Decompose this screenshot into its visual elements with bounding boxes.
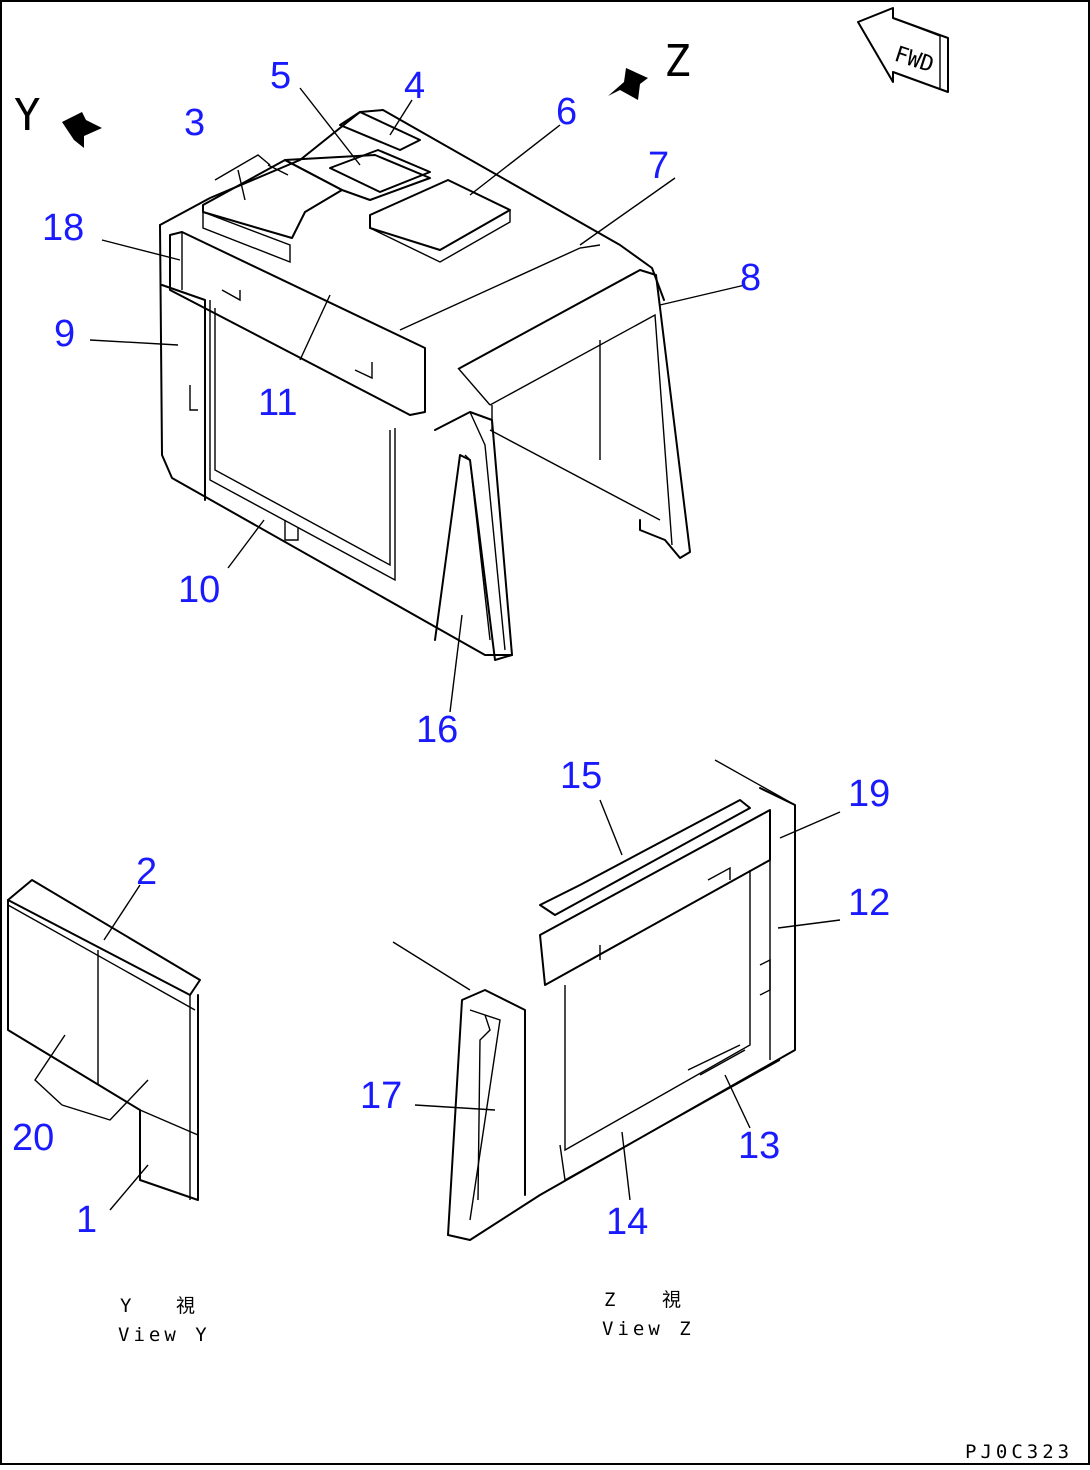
- callout-2: 2: [136, 851, 157, 893]
- callout-4: 4: [404, 65, 425, 107]
- arrow-z-icon: [608, 68, 648, 100]
- callout-11: 11: [258, 382, 297, 424]
- view-y-kanji: 視: [176, 1295, 199, 1317]
- leader-lines: [34, 87, 841, 1211]
- callout-5: 5: [270, 55, 291, 97]
- callout-numbers: 1 2 3 4 5 6 7 8 9 10 11 12 13 14 15 16 1…: [12, 55, 890, 1243]
- callout-13: 13: [738, 1125, 780, 1167]
- view-y-caption: Y 視 View Y: [118, 1295, 211, 1346]
- view-y-letter: Y: [120, 1295, 135, 1317]
- callout-19: 19: [848, 773, 890, 815]
- callout-12: 12: [848, 882, 890, 924]
- view-z-kanji: 視: [662, 1289, 685, 1311]
- view-y-part: [7, 879, 201, 1201]
- callout-18: 18: [42, 207, 84, 249]
- callout-20: 20: [12, 1117, 54, 1159]
- drawing-code: PJ0C323: [965, 1441, 1073, 1463]
- arrow-y-icon: [62, 112, 102, 148]
- fwd-label: FWD: [891, 42, 937, 78]
- view-z-part: [392, 759, 796, 1241]
- callout-16: 16: [416, 709, 458, 751]
- callout-1: 1: [76, 1199, 97, 1241]
- view-z-label: View Z: [602, 1318, 695, 1340]
- view-letter-y: Y: [14, 90, 41, 141]
- view-z-letter: Z: [604, 1289, 619, 1311]
- fwd-arrow-icon: FWD: [857, 7, 949, 93]
- callout-10: 10: [178, 569, 220, 611]
- callout-3: 3: [184, 102, 205, 144]
- callout-17: 17: [360, 1075, 402, 1117]
- view-y-label: View Y: [118, 1324, 211, 1346]
- callout-9: 9: [54, 313, 75, 355]
- callout-8: 8: [740, 257, 761, 299]
- callout-7: 7: [648, 145, 669, 187]
- callout-14: 14: [606, 1201, 648, 1243]
- view-z-caption: Z 視 View Z: [602, 1289, 695, 1340]
- callout-6: 6: [556, 91, 577, 133]
- cab-assembly: [159, 109, 691, 661]
- callout-15: 15: [560, 755, 602, 797]
- view-letter-z: Z: [664, 36, 691, 87]
